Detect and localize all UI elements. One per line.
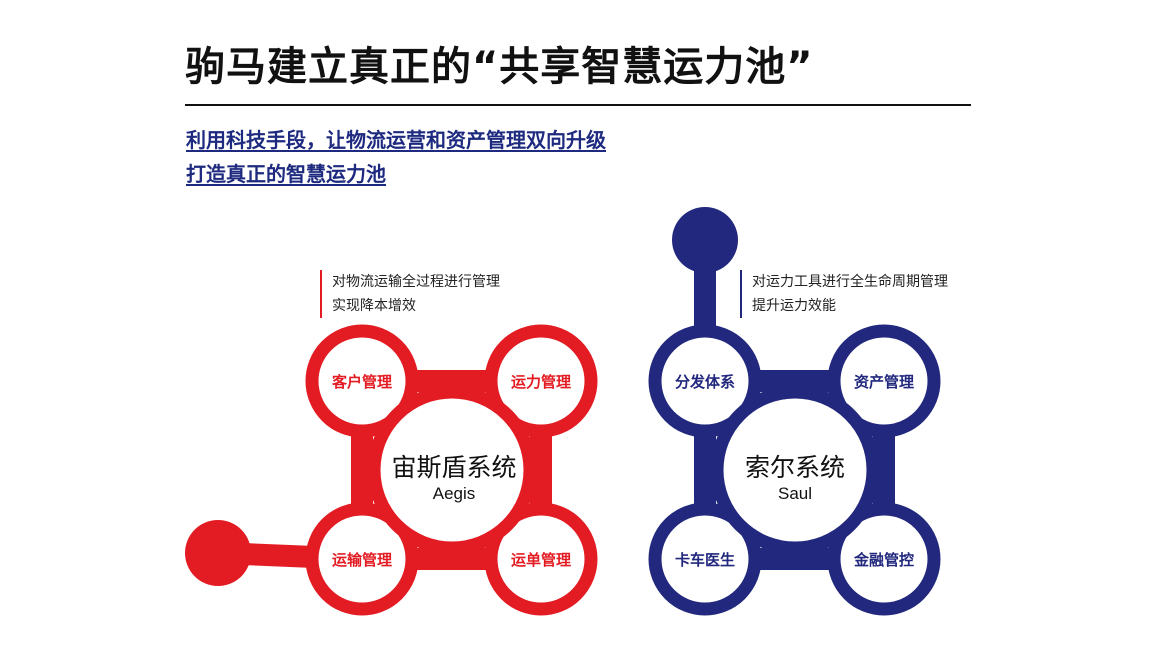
saul-center-subtitle: Saul <box>778 484 812 503</box>
saul-molecule: 分发体系 资产管理 卡车医生 金融管控 索尔系统 Saul <box>648 207 941 616</box>
aegis-center-title: 宙斯盾系统 <box>391 453 516 482</box>
saul-center-ring <box>710 385 880 555</box>
aegis-node-ring-3 <box>305 502 419 616</box>
saul-center-title: 索尔系统 <box>745 453 845 482</box>
aegis-node-waybill: 运单管理 <box>511 551 571 569</box>
aegis-desc-line-2: 实现降本增效 <box>332 298 416 314</box>
saul-node-distribution: 分发体系 <box>675 373 735 391</box>
aegis-endpoint-dot <box>185 520 251 586</box>
title-divider <box>185 104 971 106</box>
saul-desc-line-2: 提升运力效能 <box>752 298 836 314</box>
aegis-node-transport: 运输管理 <box>332 551 392 569</box>
saul-desc-line-1: 对运力工具进行全生命周期管理 <box>752 274 948 290</box>
saul-node-ring-4 <box>827 502 941 616</box>
aegis-node-ring-1 <box>305 324 419 438</box>
aegis-node-ring-4 <box>484 502 598 616</box>
aegis-center-ring <box>367 385 537 555</box>
aegis-molecule: 客户管理 运力管理 运输管理 运单管理 宙斯盾系统 Aegis <box>185 324 598 616</box>
saul-node-truck-doctor: 卡车医生 <box>675 551 735 569</box>
subtitle-line-1: 利用科技手段，让物流运营和资产管理双向升级 <box>186 128 606 152</box>
saul-node-ring-2 <box>827 324 941 438</box>
saul-description: 对运力工具进行全生命周期管理 提升运力效能 <box>740 270 948 318</box>
subtitle-line-2: 打造真正的智慧运力池 <box>186 162 386 186</box>
aegis-node-ring-2 <box>484 324 598 438</box>
aegis-node-customer: 客户管理 <box>331 373 392 391</box>
aegis-description: 对物流运输全过程进行管理 实现降本增效 <box>320 270 500 318</box>
aegis-node-capacity: 运力管理 <box>511 373 571 391</box>
saul-endpoint-dot <box>672 207 738 273</box>
saul-node-ring-3 <box>648 502 762 616</box>
saul-node-ring-1 <box>648 324 762 438</box>
aegis-center-subtitle: Aegis <box>433 484 476 503</box>
saul-node-finance: 金融管控 <box>853 551 914 569</box>
aegis-desc-line-1: 对物流运输全过程进行管理 <box>332 274 500 290</box>
saul-node-assets: 资产管理 <box>854 373 914 391</box>
page-title: 驹马建立真正的“共享智慧运力池” <box>185 44 814 90</box>
